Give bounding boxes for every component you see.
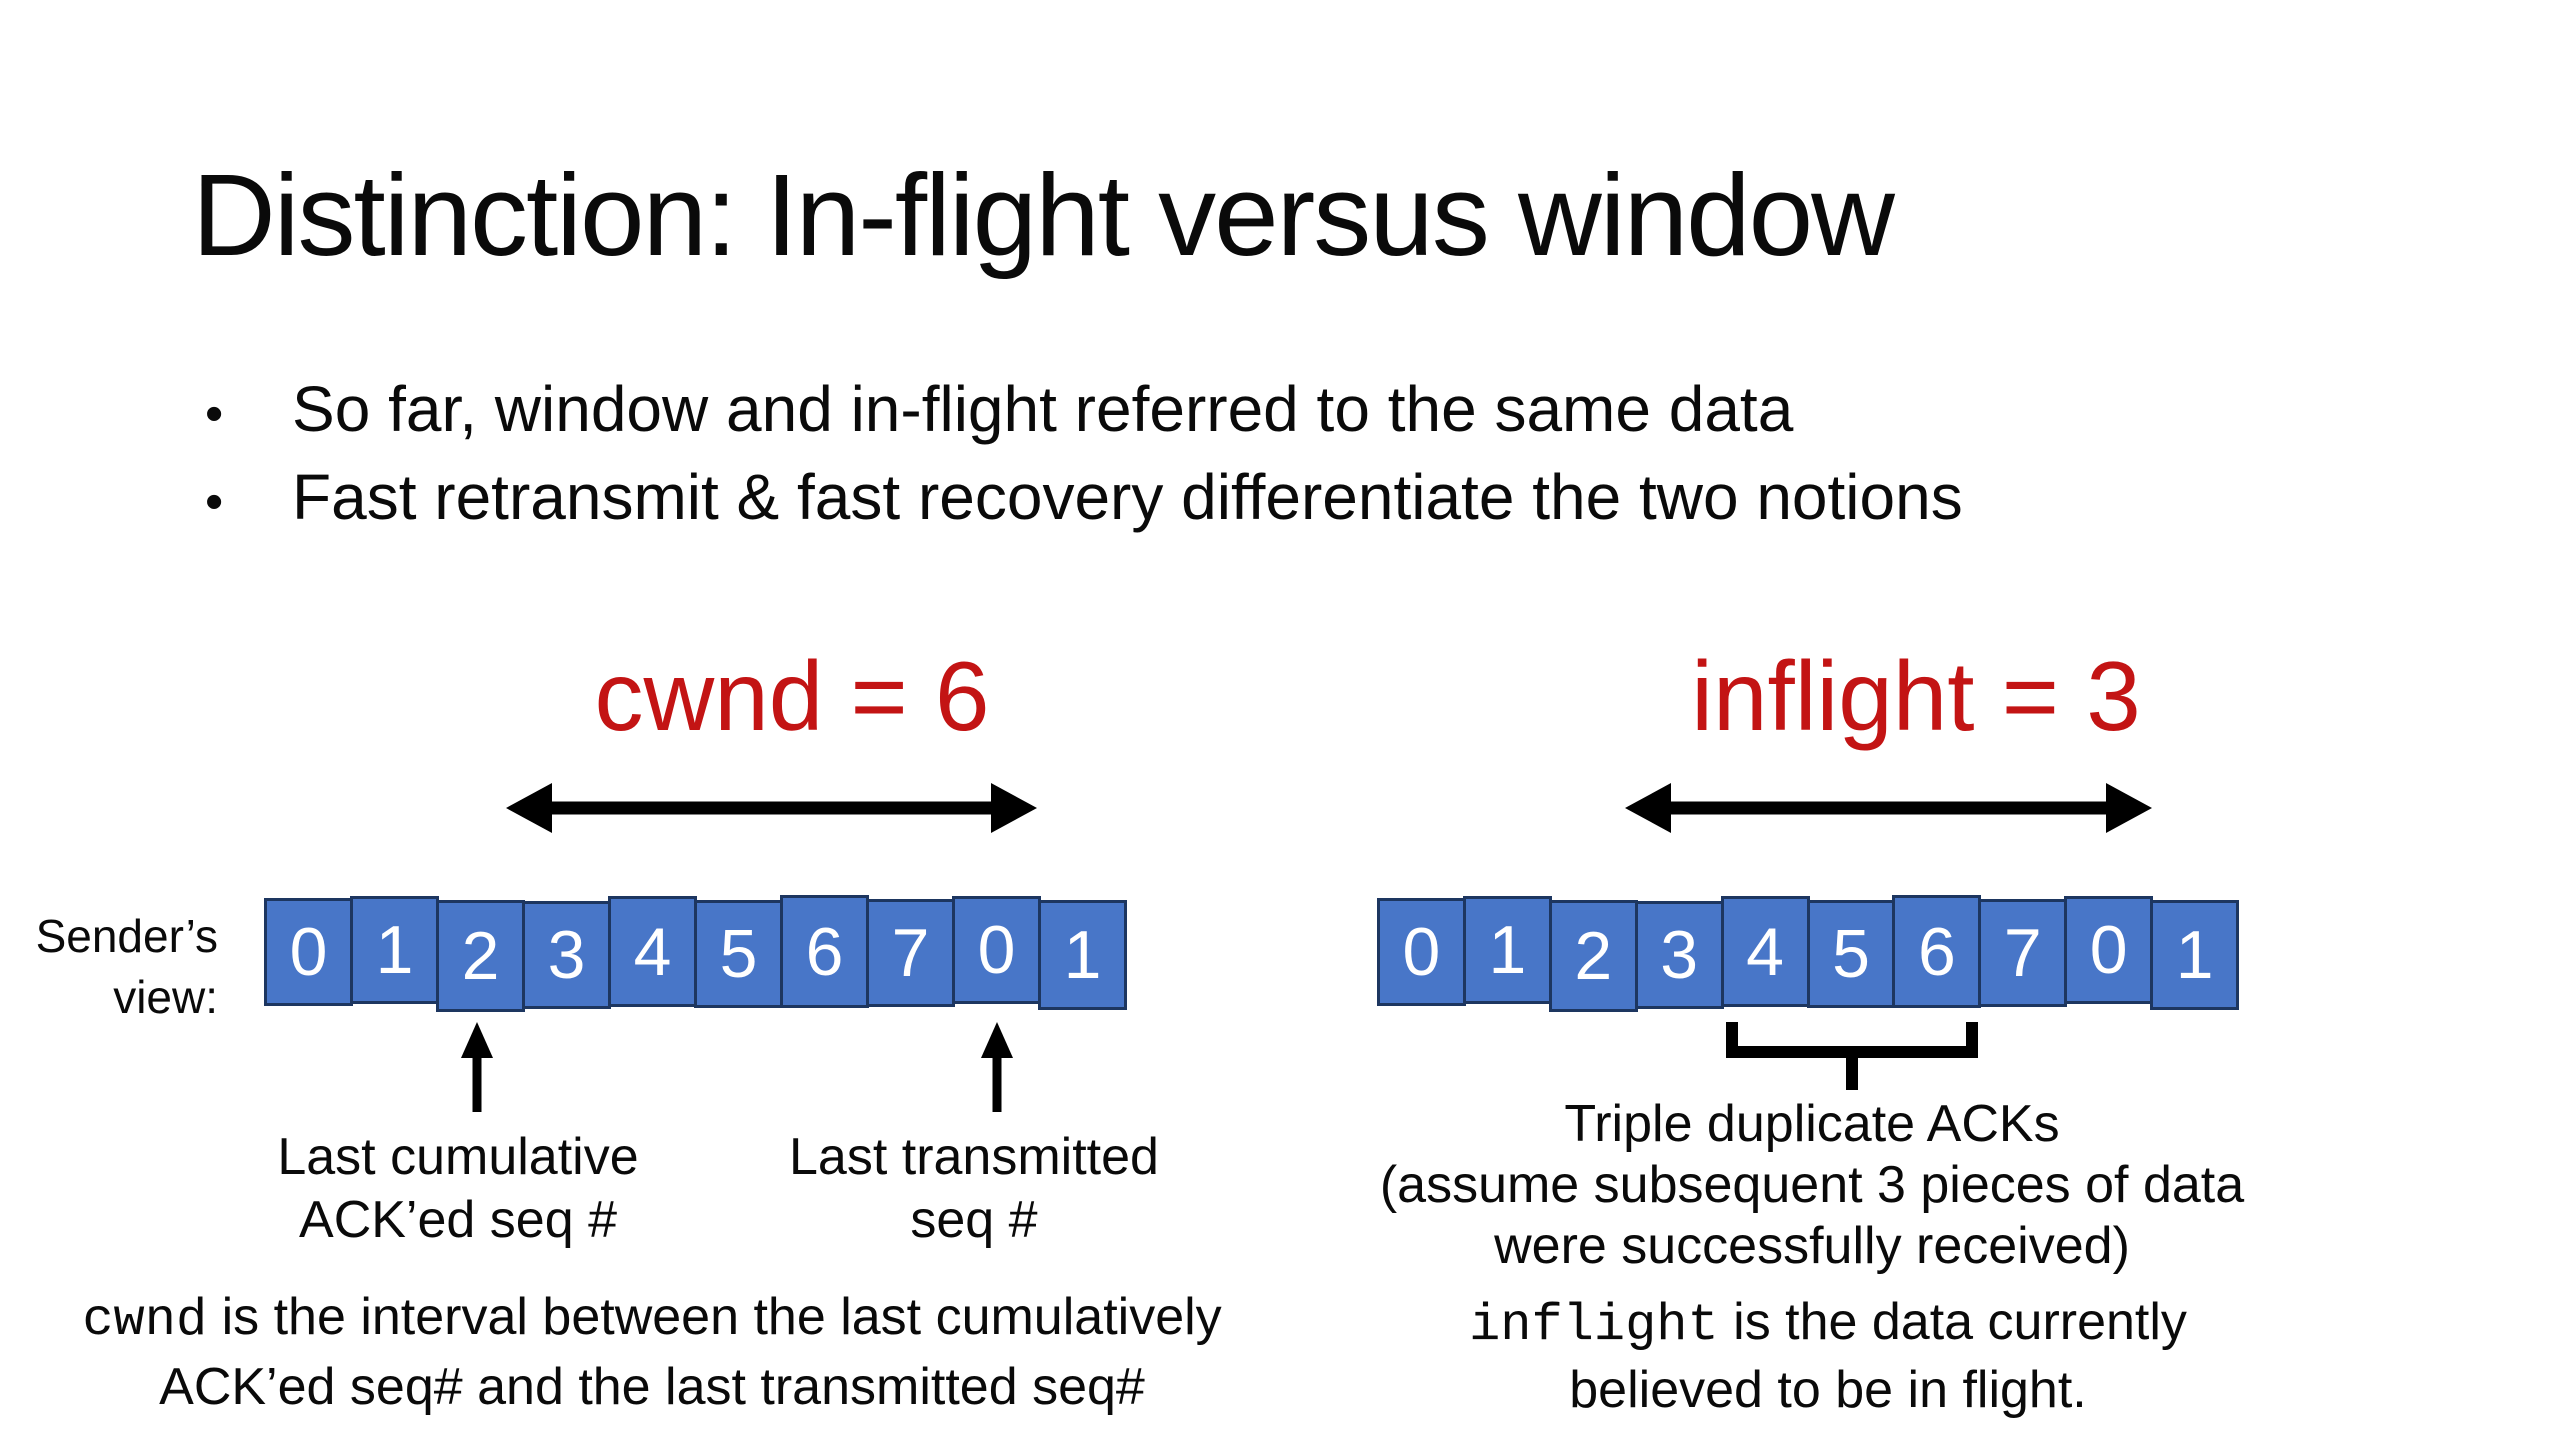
seq-cell: 0 — [2064, 896, 2154, 1004]
bullet-marker: • — [205, 385, 224, 443]
caption-text: is the data currently — [1718, 1293, 2187, 1351]
bullet-marker: • — [205, 473, 224, 531]
caption-line: ACK’ed seq# and the last transmitted seq… — [159, 1358, 1145, 1416]
inflight-sequence-row: 0 1 2 3 4 5 6 7 0 1 — [1377, 895, 2240, 1012]
seq-cell: 0 — [264, 898, 353, 1006]
cwnd-range-arrow-icon — [506, 783, 1037, 833]
annotation-line: Last transmitted — [789, 1128, 1159, 1186]
note-line: were successfully received) — [1494, 1217, 2130, 1275]
seq-cell: 5 — [694, 900, 783, 1008]
seq-cell: 1 — [2150, 900, 2240, 1010]
triple-dup-note: Triple duplicate ACKs (assume subsequent… — [1312, 1094, 2312, 1277]
seq-cell: 1 — [1038, 900, 1127, 1010]
annotation-line: ACK’ed seq # — [299, 1191, 617, 1249]
seq-cell: 7 — [866, 899, 955, 1007]
annotation-line: Last cumulative — [277, 1128, 639, 1186]
seq-cell: 3 — [522, 901, 611, 1009]
sender-view-line1: Sender’s — [35, 910, 218, 962]
seq-cell: 1 — [1462, 896, 1552, 1004]
seq-cell: 7 — [1978, 899, 2068, 1007]
seq-cell: 6 — [780, 895, 869, 1008]
cwnd-definition-caption: cwnd is the interval between the last cu… — [52, 1284, 1252, 1420]
caption-line: inflight is the data currently — [1328, 1290, 2328, 1358]
bullet-text: Fast retransmit & fast recovery differen… — [292, 461, 1963, 533]
bullet-item: • So far, window and in-flight referred … — [205, 372, 1793, 446]
seq-cell: 2 — [436, 900, 525, 1012]
seq-cell: 4 — [608, 896, 697, 1007]
inflight-definition-caption: inflight is the data currently believed … — [1328, 1290, 2328, 1422]
sender-sequence-row: 0 1 2 3 4 5 6 7 0 1 — [264, 895, 1127, 1012]
last-acked-pointer-arrow-icon — [461, 1022, 493, 1112]
sender-view-line2: view: — [113, 971, 218, 1023]
triple-dup-brace-icon — [1726, 1022, 1978, 1090]
note-line: (assume subsequent 3 pieces of data — [1379, 1156, 2245, 1214]
last-acked-annotation: Last cumulative ACK’ed seq # — [108, 1126, 808, 1252]
sender-view-label: Sender’s view: — [0, 906, 218, 1028]
slide-title: Distinction: In-flight versus window — [192, 150, 1895, 280]
seq-cell: 6 — [1892, 895, 1982, 1008]
inflight-range-arrow-icon — [1625, 783, 2152, 833]
caption-line: cwnd is the interval between the last cu… — [52, 1284, 1252, 1354]
seq-cell: 3 — [1634, 901, 1724, 1009]
note-line: Triple duplicate ACKs — [1564, 1095, 2060, 1153]
bullet-item: • Fast retransmit & fast recovery differ… — [205, 460, 1963, 534]
last-transmitted-pointer-arrow-icon — [981, 1022, 1013, 1112]
seq-cell: 4 — [1720, 896, 1810, 1007]
cwnd-label: cwnd = 6 — [594, 641, 990, 751]
seq-cell: 0 — [952, 896, 1041, 1004]
inflight-code-token: inflight — [1469, 1296, 1719, 1355]
seq-cell: 5 — [1806, 900, 1896, 1008]
last-transmitted-annotation: Last transmitted seq # — [624, 1126, 1324, 1252]
annotation-line: seq # — [910, 1191, 1038, 1249]
cwnd-code-token: cwnd — [82, 1291, 208, 1350]
seq-cell: 1 — [350, 896, 439, 1004]
caption-text: is the interval between the last cumulat… — [207, 1288, 1222, 1346]
seq-cell: 2 — [1548, 900, 1638, 1012]
bullet-text: So far, window and in-flight referred to… — [292, 373, 1794, 445]
inflight-label: inflight = 3 — [1691, 641, 2141, 751]
seq-cell: 0 — [1377, 898, 1466, 1006]
caption-line: believed to be in flight. — [1569, 1361, 2087, 1419]
